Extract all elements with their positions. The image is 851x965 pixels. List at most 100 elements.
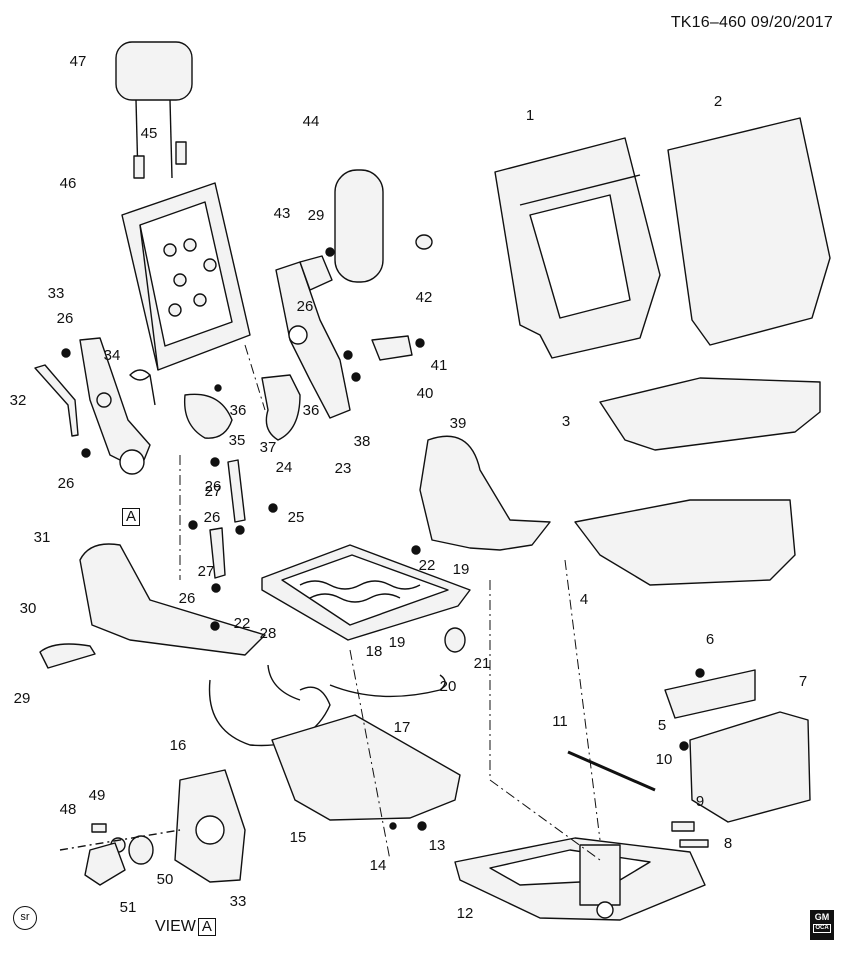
outer-trim-panel — [79, 543, 266, 656]
seat-back-frame — [121, 182, 251, 371]
cap — [415, 234, 433, 250]
view-a-detail — [59, 769, 246, 886]
callout-1: 1 — [526, 107, 534, 124]
callout-6: 6 — [706, 631, 714, 648]
callout-26: 26 — [204, 509, 221, 526]
callout-36: 36 — [230, 402, 247, 419]
callout-42: 42 — [416, 289, 433, 306]
seat-back-pad — [667, 117, 831, 346]
callout-39: 39 — [450, 415, 467, 432]
callout-46: 46 — [60, 175, 77, 192]
callout-26: 26 — [58, 475, 75, 492]
callout-27: 27 — [198, 563, 215, 580]
headrest — [115, 41, 193, 179]
view-label: VIEW A — [155, 918, 216, 936]
callout-37: 37 — [260, 439, 277, 456]
callout-25: 25 — [288, 509, 305, 526]
callout-29: 29 — [14, 690, 31, 707]
callout-41: 41 — [431, 357, 448, 374]
callout-22: 22 — [419, 557, 436, 574]
callout-33: 33 — [230, 893, 247, 910]
upper-bracket — [227, 459, 246, 523]
armrest-bracket — [299, 255, 333, 291]
callout-51: 51 — [120, 899, 137, 916]
callout-48: 48 — [60, 801, 77, 818]
sr-badge: sr — [13, 906, 37, 930]
callout-45: 45 — [141, 125, 158, 142]
callout-7: 7 — [799, 673, 807, 690]
callout-28: 28 — [260, 625, 277, 642]
detail-marker-letter: A — [122, 508, 141, 526]
spring — [129, 369, 156, 406]
callout-26: 26 — [297, 298, 314, 315]
callout-30: 30 — [20, 600, 37, 617]
release-strap — [34, 364, 79, 437]
callout-15: 15 — [290, 829, 307, 846]
callout-12: 12 — [457, 905, 474, 922]
callout-26: 26 — [57, 310, 74, 327]
callout-16: 16 — [170, 737, 187, 754]
callout-2: 2 — [714, 93, 722, 110]
leg-cover — [689, 711, 811, 823]
latch — [371, 335, 413, 361]
headrest-guides — [133, 141, 187, 179]
callout-19: 19 — [453, 561, 470, 578]
callout-38: 38 — [354, 433, 371, 450]
gas-strut — [567, 750, 656, 792]
armrest — [334, 169, 384, 283]
recliner-cover — [183, 393, 233, 439]
callout-17: 17 — [394, 719, 411, 736]
callout-9: 9 — [696, 793, 704, 810]
callout-3: 3 — [562, 413, 570, 430]
callout-8: 8 — [724, 835, 732, 852]
callout-26: 26 — [179, 590, 196, 607]
callout-35: 35 — [229, 432, 246, 449]
storage-pan — [271, 714, 461, 821]
view-label-letter: A — [197, 918, 216, 936]
callout-40: 40 — [417, 385, 434, 402]
callout-49: 49 — [89, 787, 106, 804]
callout-13: 13 — [429, 837, 446, 854]
seat-base — [454, 837, 706, 921]
view-label-prefix: VIEW — [155, 918, 196, 935]
callout-4: 4 — [580, 591, 588, 608]
callout-43: 43 — [274, 205, 291, 222]
callout-22: 22 — [234, 615, 251, 632]
release-cable-2 — [329, 674, 446, 698]
gm-logo-sub: OCA — [813, 924, 831, 933]
callout-44: 44 — [303, 113, 320, 130]
pivot-pin — [671, 821, 695, 832]
bolt — [679, 839, 709, 848]
diagram-code: TK16–460 09/20/2017 — [670, 14, 833, 31]
gm-logo: GM OCA — [810, 910, 834, 940]
callout-36: 36 — [303, 402, 320, 419]
callout-27: 27 — [205, 483, 222, 500]
callout-20: 20 — [440, 678, 457, 695]
callout-10: 10 — [656, 751, 673, 768]
seat-cushion-cover — [599, 377, 821, 451]
callout-23: 23 — [335, 460, 352, 477]
gm-logo-text: GM — [814, 912, 830, 922]
seat-back-cover — [494, 137, 661, 359]
callout-5: 5 — [658, 717, 666, 734]
callout-21: 21 — [474, 655, 491, 672]
callout-19: 19 — [389, 634, 406, 651]
callout-11: 11 — [552, 713, 568, 730]
callout-32: 32 — [10, 392, 27, 409]
return-spring — [444, 627, 466, 653]
side-shield — [419, 435, 551, 551]
detail-marker: A — [122, 508, 141, 526]
cushion-frame — [261, 544, 471, 641]
hinge-cover — [261, 374, 301, 441]
callout-18: 18 — [366, 643, 383, 660]
bezel — [664, 669, 756, 719]
callout-31: 31 — [34, 529, 51, 546]
callout-labels: 1234567891011121314151617181919202122222… — [10, 53, 808, 922]
recliner-bracket — [79, 337, 151, 475]
lower-bracket — [209, 527, 226, 579]
callout-14: 14 — [370, 857, 387, 874]
callout-47: 47 — [70, 53, 87, 70]
callout-29: 29 — [308, 207, 325, 224]
callout-24: 24 — [276, 459, 293, 476]
